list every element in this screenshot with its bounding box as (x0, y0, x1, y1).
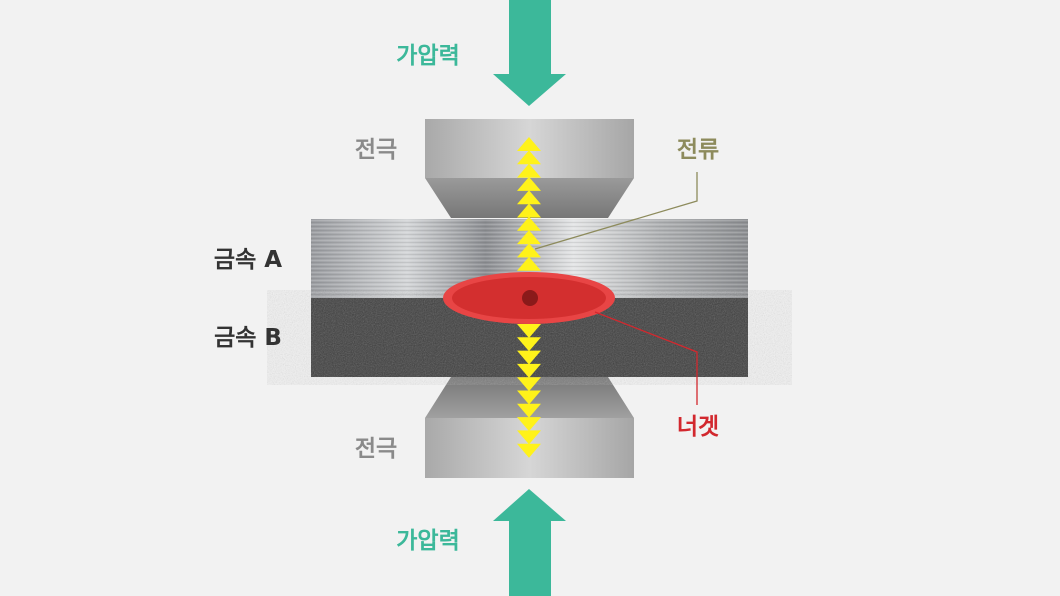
current-arrow-up-icon (517, 203, 541, 218)
current-arrow-up-icon (517, 243, 541, 258)
current-arrow-up-icon (517, 230, 541, 245)
current-arrow-down-icon (517, 417, 541, 432)
pressure-arrow-top (493, 0, 566, 106)
current-arrows-down (517, 324, 541, 458)
pressure-label-bottom: 가압력 (396, 528, 459, 554)
current-arrow-down-icon (517, 350, 541, 365)
current-arrow-down-icon (517, 430, 541, 445)
current-arrow-up-icon (517, 190, 541, 205)
current-arrow-up-icon (517, 176, 541, 191)
current-arrow-up-icon (517, 163, 541, 178)
electrode-label-top: 전극 (355, 137, 397, 163)
current-arrow-up-icon (517, 216, 541, 231)
current-arrows-up (517, 137, 541, 271)
metal-b-label: 금속 B (214, 325, 282, 351)
current-arrow-down-icon (517, 363, 541, 378)
current-arrow-up-icon (517, 137, 541, 151)
current-arrow-up-icon (517, 256, 541, 271)
current-arrow-down-icon (517, 390, 541, 405)
current-arrow-up-icon (517, 150, 541, 165)
current-arrow-down-icon (517, 324, 541, 338)
current-arrow-down-icon (517, 443, 541, 458)
weld-nugget (443, 272, 615, 324)
nugget-leader-line (594, 311, 698, 405)
current-arrow-down-icon (517, 377, 541, 392)
current-label: 전류 (677, 137, 719, 163)
current-arrow-down-icon (517, 403, 541, 418)
metal-a-label: 금속 A (214, 247, 282, 273)
current-arrow-down-icon (517, 337, 541, 352)
current-leader-line (534, 172, 698, 250)
electrode-label-bottom: 전극 (355, 436, 397, 462)
pressure-arrow-bottom (493, 489, 566, 596)
pressure-label-top: 가압력 (396, 43, 459, 69)
nugget-label: 너겟 (677, 414, 719, 440)
